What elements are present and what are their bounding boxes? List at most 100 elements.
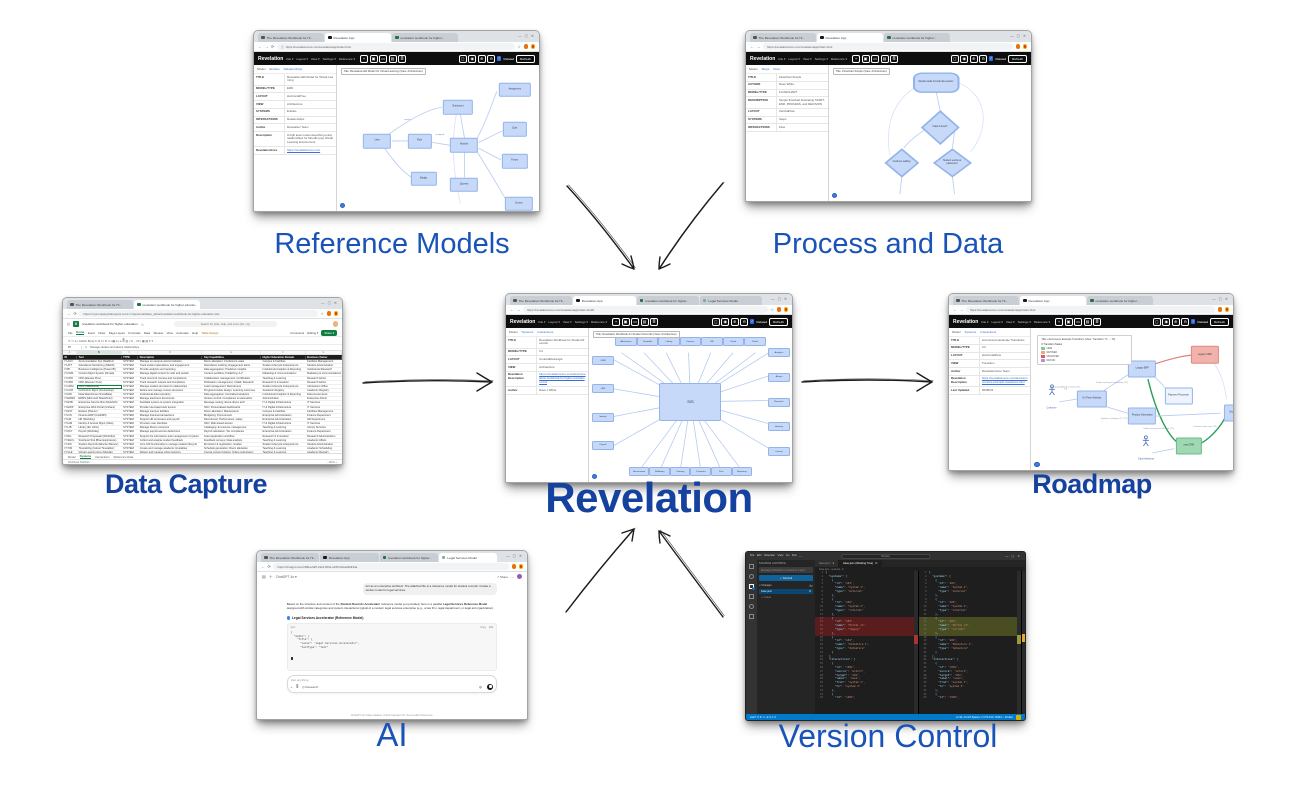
system-node[interactable]: Portal xyxy=(744,337,766,346)
node-payment-processor[interactable]: Payment Processor xyxy=(1164,387,1193,405)
system-node[interactable]: Admissions xyxy=(615,337,637,346)
command-search[interactable]: Revela xyxy=(840,553,931,559)
editor-tab[interactable]: base.json (Working Tree) M xyxy=(839,560,883,567)
sheet-tab[interactable]: Systems xyxy=(79,454,92,459)
toolbar-button[interactable]: + xyxy=(360,54,369,63)
menu-item[interactable]: Reference ▾ xyxy=(338,56,356,61)
search-icon[interactable] xyxy=(749,574,754,579)
browser-tab[interactable]: revelation workbook for higher... xyxy=(379,553,438,562)
bookmark-icon[interactable]: ☆ xyxy=(320,311,324,316)
browser-tab[interactable]: The Revelation Workbook for Hi... xyxy=(953,296,1019,305)
er-node-module[interactable]: Module xyxy=(449,138,479,153)
menu-item[interactable]: Selection xyxy=(763,554,776,557)
profile-avatar[interactable] xyxy=(523,44,528,49)
toolbar-button[interactable]: ⊖ xyxy=(487,54,496,63)
url-field[interactable]: https://mycompanysharepoint.com/:x:/r/pe… xyxy=(79,310,318,317)
site-info-icon[interactable]: ⓘ xyxy=(280,44,284,49)
ribbon-tab[interactable]: Draw xyxy=(98,330,106,335)
ribbon-tab[interactable]: Table Design xyxy=(201,330,219,335)
toolbar-button[interactable]: ▭ xyxy=(1074,317,1083,326)
ribbon-tab[interactable]: Home xyxy=(76,330,85,335)
profile-avatar[interactable] xyxy=(511,564,516,569)
header-cell[interactable]: Tool xyxy=(77,355,122,359)
refresh-button[interactable]: Refresh xyxy=(1210,317,1229,326)
toolbar-button[interactable]: ◻ xyxy=(458,54,467,63)
window-controls[interactable]: — ▢ ✕ xyxy=(321,300,338,305)
menu-item[interactable]: ⋯ xyxy=(799,555,803,558)
toolbar-button[interactable]: ◉ xyxy=(1162,317,1171,326)
toolbar-button[interactable]: ▤ xyxy=(640,317,649,326)
ribbon-tab[interactable]: Insert xyxy=(87,330,95,335)
menu-item[interactable]: Reference ▾ xyxy=(830,56,848,61)
menu-item[interactable]: Run xyxy=(791,554,797,557)
breadcrumb[interactable]: base.json › systems › 0 xyxy=(819,567,844,571)
changes-section[interactable]: ∨ Changes 1 xyxy=(759,584,813,587)
source-control-icon[interactable]: 1 xyxy=(749,584,755,590)
toolbar-button[interactable]: ▤ xyxy=(388,54,397,63)
back-icon[interactable]: ← xyxy=(261,564,265,569)
menu-item[interactable]: Layout ▾ xyxy=(548,319,560,324)
toolbar-button[interactable]: ▣ xyxy=(369,54,378,63)
header-cell[interactable]: Business Owner xyxy=(306,355,342,359)
profile-avatar[interactable] xyxy=(326,311,331,316)
tools-icon[interactable]: ≣ xyxy=(295,684,299,689)
panel-tab[interactable]: Entities xyxy=(269,67,280,71)
toolbar-button[interactable]: ≣ xyxy=(650,317,659,326)
actor-customer[interactable]: Customer xyxy=(1047,384,1057,414)
menu-item[interactable]: File ▾ xyxy=(538,319,546,324)
system-node[interactable]: Timetable xyxy=(636,337,659,346)
toolbar-button[interactable]: ⊖ xyxy=(979,54,988,63)
branch-status[interactable]: main* ⟳ 0↑ 1↓ ⊗ 0 ⚠ 0 xyxy=(750,715,776,719)
menu-item[interactable]: View ▾ xyxy=(562,319,572,324)
help-bubble-icon[interactable] xyxy=(831,192,838,198)
help-bubble-icon[interactable] xyxy=(1034,461,1040,467)
node-legacy-erp[interactable]: Legacy ERP xyxy=(1128,360,1157,378)
toolbar-button[interactable]: ⊖ xyxy=(740,317,749,326)
er-node-course[interactable]: Course xyxy=(504,196,533,211)
header-cell[interactable]: Higher Education Domain xyxy=(261,355,306,359)
forward-icon[interactable]: → xyxy=(264,44,269,49)
system-node[interactable]: Email xyxy=(722,337,745,346)
bookmark-icon[interactable]: ☆ xyxy=(770,307,774,312)
menu-item[interactable]: Reference ▾ xyxy=(590,319,608,324)
chat-input-box[interactable]: + ≣ ◎ Research ◍ xyxy=(286,674,498,693)
diagram-canvas[interactable]: Title: eCommerce Example Transitions (Vi… xyxy=(1031,328,1233,470)
workbook-statistics[interactable]: Workbook Statistics xyxy=(68,460,90,464)
browser-tab[interactable]: Revelation App xyxy=(320,553,379,562)
browser-tab[interactable]: The Revelation Workbook for Hi... xyxy=(67,300,133,309)
er-node-user[interactable]: User xyxy=(362,133,392,149)
menu-item[interactable]: Edit xyxy=(756,554,762,557)
panel-tab[interactable]: Model xyxy=(749,67,758,71)
menu-item[interactable]: View ▾ xyxy=(802,56,812,61)
toolbar-button[interactable]: ◉ xyxy=(468,54,477,63)
toolbar-button[interactable]: + xyxy=(612,317,621,326)
browser-tab[interactable]: The Revelation Workbook for Hi... xyxy=(258,33,324,42)
run-debug-icon[interactable] xyxy=(749,594,754,599)
system-node[interactable]: HR xyxy=(701,337,723,346)
system-node[interactable]: Careers xyxy=(768,447,790,456)
actor-data-maintainer[interactable]: Data Maintainer xyxy=(1138,435,1154,465)
system-node[interactable]: Housing xyxy=(768,422,790,432)
system-node[interactable]: CRM xyxy=(591,356,614,365)
url-field[interactable]: https://chatgpt.com/c/681e2af5-43c4-8011… xyxy=(273,563,509,570)
system-node[interactable]: Catering xyxy=(669,467,691,476)
reload-icon[interactable]: ⟳ xyxy=(267,564,271,569)
new-chat-icon[interactable]: ＋ xyxy=(268,573,273,579)
toolbar-button[interactable]: ≣ xyxy=(398,54,407,63)
help-bubble-icon[interactable] xyxy=(339,202,346,208)
diagram-canvas[interactable]: Title: Flowchart Simple (View: Architect… xyxy=(828,65,1031,201)
menu-item[interactable]: Reference ▾ xyxy=(1033,319,1051,324)
panel-tab[interactable]: Steps xyxy=(761,67,770,71)
diff-pane-left[interactable]: { "systems": [ { xyxy=(815,571,919,714)
toolbar-button[interactable]: ▭ xyxy=(871,54,880,63)
toolbar-button[interactable]: ◻ xyxy=(711,317,720,326)
model-selector[interactable]: ChatGPT 4o ▾ xyxy=(275,574,297,579)
